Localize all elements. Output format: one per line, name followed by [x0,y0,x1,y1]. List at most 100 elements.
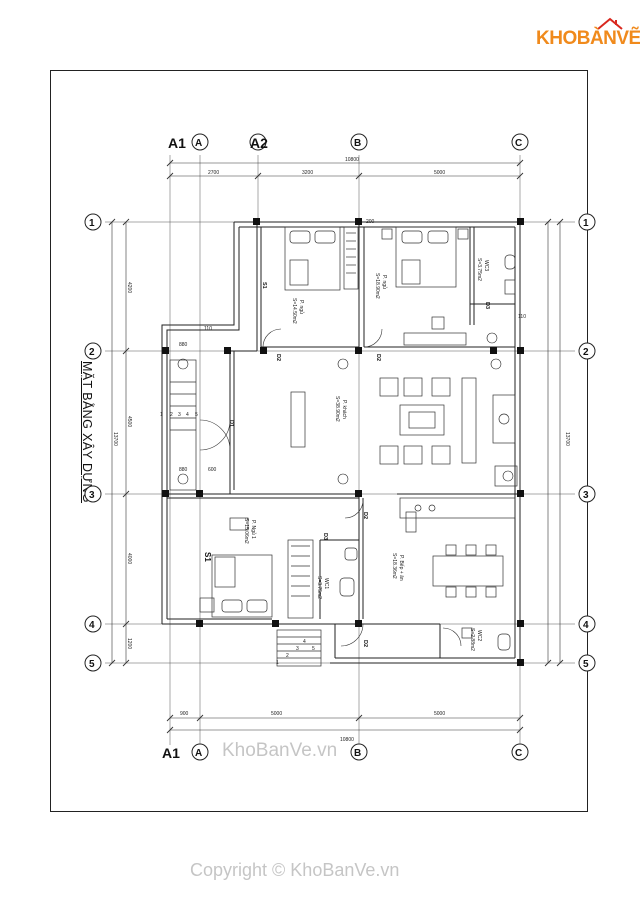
svg-text:A2: A2 [250,135,268,151]
axis-bubble-right-2: 2 [578,342,596,360]
room-name-bed-bottom: P. Ngủ 1 [250,520,257,539]
svg-text:C: C [515,748,522,759]
khobanve-logo: KHOBÀNVẼ [536,16,640,50]
drawing-frame [50,70,588,812]
room-area-living: S=38.90m2 [334,396,340,422]
axis-bubble-left-3: 3 [84,485,102,503]
dim-left-seg-1: 4200 [126,282,132,293]
svg-text:C: C [515,138,522,149]
axis-bubbles-bottom: A1 A B C [162,743,529,761]
axis-bubble-bottom-A1: A1 [162,743,209,761]
room-area-bed-bottom: S=15.06m2 [243,518,249,544]
bed-top-right [395,226,457,288]
room-area-wc3: S=3.75m2 [476,258,482,281]
door-tag-6: D2 [362,640,368,647]
stair-left-num-1: 1 [160,412,163,418]
room-area-wc1: S=3.75m2 [316,576,322,599]
axis-bubble-top-A2: A2 [249,133,268,151]
dim-misc-4: 600 [208,467,217,473]
axis-bubble-top-A1: A1 [168,133,209,151]
dim-bottom-seg-3: 5000 [434,711,445,717]
room-name-bed-top-right: P. ngủ [381,275,388,289]
kitchen-counter [399,497,516,519]
dim-left-total: 13700 [112,432,118,446]
stair-bottom [276,629,322,667]
window-tag-2: S1 [203,552,212,562]
stair-bottom-num-3: 3 [296,646,299,652]
svg-text:B: B [354,138,361,149]
dim-misc-3: 880 [179,342,188,348]
stair-bottom-num-4: 4 [303,639,306,645]
bed-bottom [211,554,273,618]
dimension-ticks [108,159,564,734]
svg-text:A1: A1 [168,135,186,151]
axis-bubble-right-4: 4 [578,615,596,633]
svg-text:1: 1 [89,218,95,229]
room-name-wc2: WC2 [476,630,482,641]
door-tag-5: D3 [322,533,328,540]
axis-bubbles-left: 1 2 3 4 5 [84,213,102,672]
stair-bottom-num-5: 5 [312,646,315,652]
stair-bottom-num-1: 1 [276,660,279,666]
axis-bubble-bottom-C: C [511,743,529,761]
svg-text:2: 2 [583,347,589,358]
door-tag-2: D2 [375,354,381,361]
svg-text:B: B [354,748,361,759]
room-area-bed-top-right: S=18.90m2 [374,273,380,299]
door-tag-7: D3 [484,302,490,309]
wardrobe-top [343,226,359,290]
axis-bubbles-top: A1 A A2 B C [168,133,529,151]
axis-bubble-left-1: 1 [84,213,102,231]
wardrobe-bottom [287,539,314,619]
window-tag-1: S1 [261,282,267,289]
room-name-kitchen: P. Bếp + ăn [398,555,404,581]
door-window-tags: D2 D2 D1 D2 D3 D2 D3 S1 S1 [203,282,490,647]
dim-top-seg-3: 5000 [434,170,445,176]
axis-bubble-left-5: 5 [84,654,102,672]
bed-top-left [284,226,341,291]
svg-text:2: 2 [89,347,95,358]
dim-misc-6: 110 [518,314,526,320]
svg-text:5: 5 [583,659,589,670]
axis-bubble-left-2: 2 [84,342,102,360]
tv-cabinet [290,391,306,448]
house-roof-icon [597,17,623,30]
dim-left-seg-3: 4000 [126,553,132,564]
axis-label-top-A: A [195,138,202,149]
stair-left [169,359,197,491]
door-swings [199,328,462,647]
room-area-bed-top-left: S=14.50m2 [291,298,297,324]
axis-bubble-top-C: C [511,133,529,151]
room-name-bed-top-left: P. ngủ [298,300,305,314]
door-tag-3: D1 [228,420,234,427]
stair-left-num-5: 5 [195,412,198,418]
dim-bottom-total: 10800 [340,737,354,743]
dim-top-seg-2: 3200 [302,170,313,176]
dining-table [432,555,504,587]
dim-bottom-seg-1: 900 [180,711,189,717]
svg-text:4: 4 [583,620,589,631]
door-tag-4: D2 [362,512,368,519]
dim-left-seg-2: 4500 [126,416,132,427]
svg-text:4: 4 [89,620,95,631]
columns [162,218,524,666]
furniture [199,226,518,651]
stair-left-num-2: 2 [170,412,173,418]
room-labels: P. ngủ S=14.50m2 P. ngủ S=18.90m2 WC3 S=… [243,258,489,651]
watermark-bottom: Copyright © KhoBanVe.vn [190,860,400,880]
stair-bottom-num-2: 2 [286,653,289,659]
stair-left-num-3: 3 [178,412,181,418]
axis-bubble-left-4: 4 [84,615,102,633]
dim-bottom-seg-2: 5000 [271,711,282,717]
dim-misc-5: 880 [179,467,188,473]
plants [177,332,514,485]
watermark-mid: KhoBanVe.vn [222,740,338,761]
axis-bubble-right-5: 5 [578,654,596,672]
axis-bubbles-right: 1 2 3 4 5 [578,213,596,672]
room-area-kitchen: S=18.36m2 [391,553,397,579]
svg-text:1: 1 [583,218,589,229]
stair-numbers: 1 2 3 4 5 1 2 3 4 5 [160,412,315,666]
dim-misc-2: 110 [204,326,212,332]
